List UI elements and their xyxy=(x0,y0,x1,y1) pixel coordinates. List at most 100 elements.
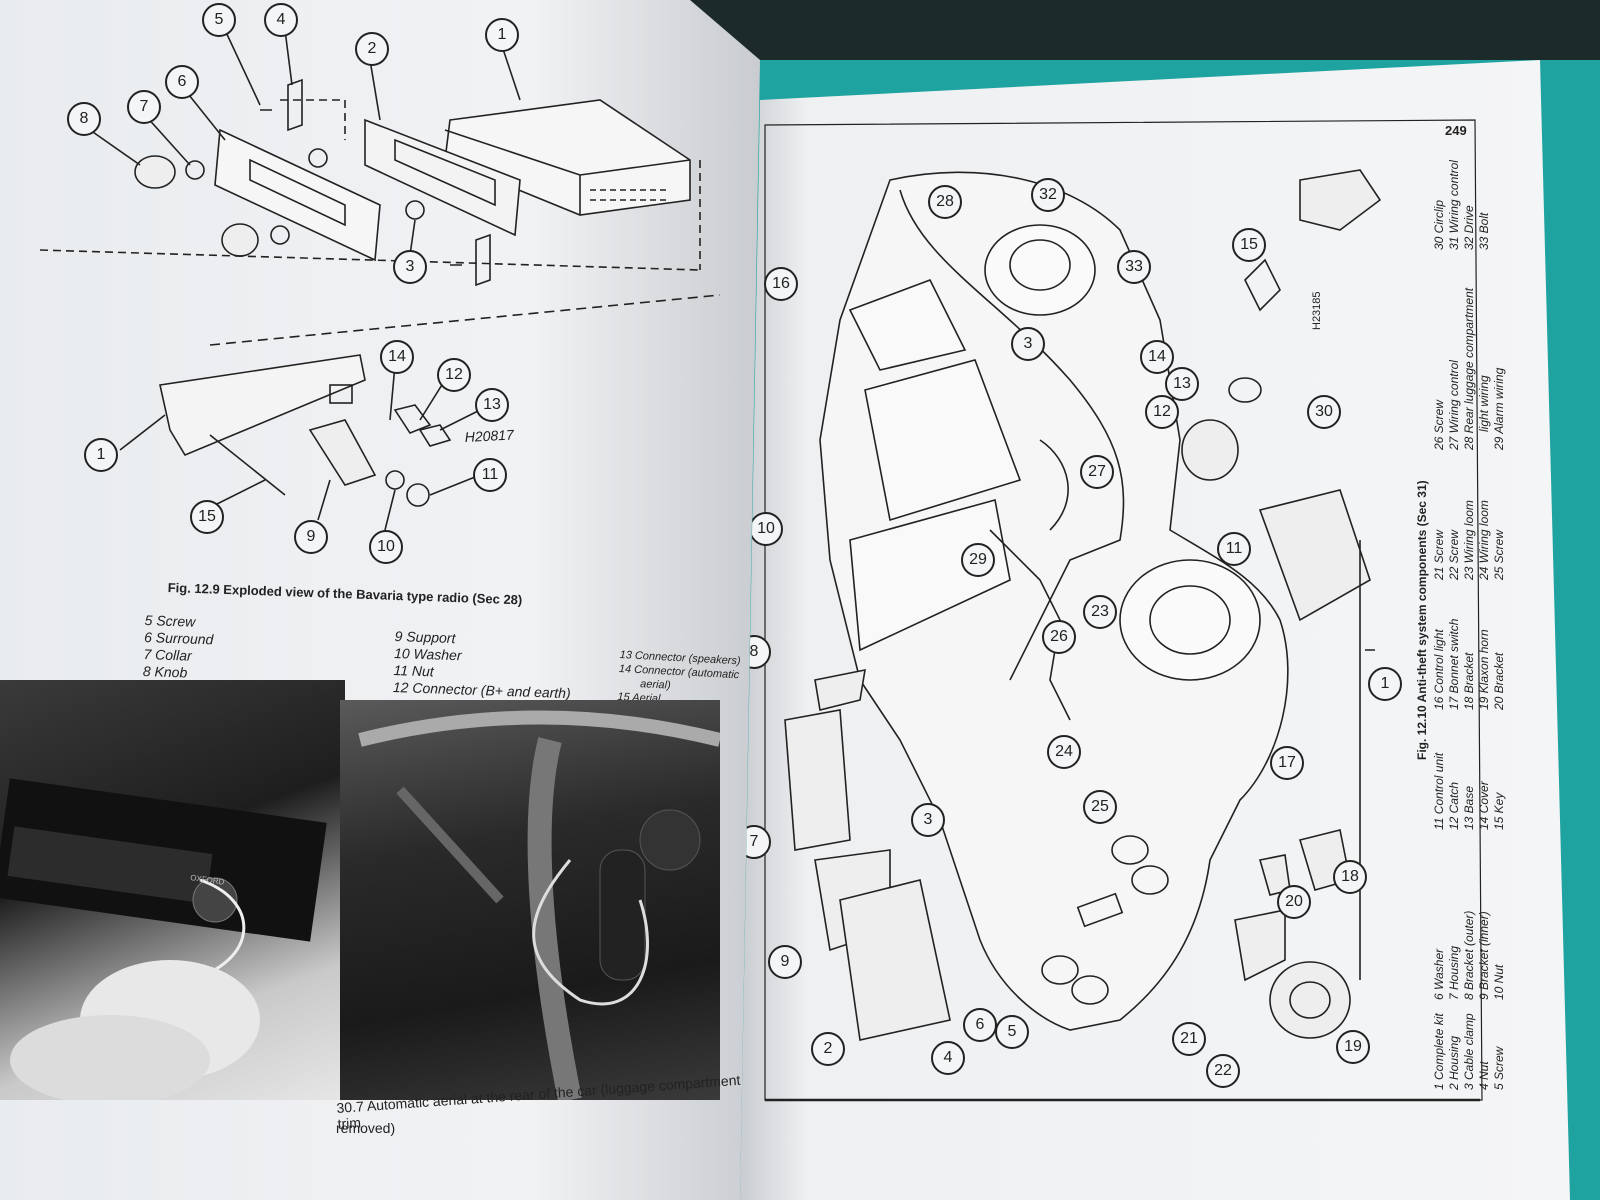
callout-10: 10 xyxy=(369,530,403,564)
callout-15: 15 xyxy=(190,500,224,534)
callout-7: 7 xyxy=(127,90,161,124)
callout-r10: 10 xyxy=(749,512,783,546)
legend-item: 7 Housing xyxy=(1447,945,1461,1000)
callout-r25: 25 xyxy=(1083,790,1117,824)
legend-item: 23 Wiring loom xyxy=(1462,500,1476,580)
callout-r30: 30 xyxy=(1307,395,1341,429)
legend-item: 12 Catch xyxy=(1447,781,1461,830)
callout-8: 8 xyxy=(67,102,101,136)
callout-r27: 27 xyxy=(1080,455,1114,489)
callout-r14: 14 xyxy=(1140,340,1174,374)
callout-1b: 1 xyxy=(84,438,118,472)
legend-right-col3: 11 Control unit 12 Catch 13 Base 14 Cove… xyxy=(1432,753,1507,830)
legend-item: 28 Rear luggage compartment xyxy=(1462,287,1476,450)
callout-5: 5 xyxy=(202,3,236,37)
callout-r3: 3 xyxy=(1011,327,1045,361)
callout-13: 13 xyxy=(475,388,509,422)
legend-item: 22 Screw xyxy=(1447,529,1461,580)
legend-item: 8 Bracket (outer) xyxy=(1462,910,1476,1000)
legend-item: light wiring xyxy=(1477,375,1491,432)
legend-item: 1 Complete kit xyxy=(1432,1013,1446,1090)
callout-r19: 19 xyxy=(1336,1030,1370,1064)
legend-left-col1: 5 Screw 6 Surround 7 Collar 8 Knob xyxy=(143,612,215,682)
callout-r2: 2 xyxy=(811,1032,845,1066)
callout-r22: 22 xyxy=(1206,1054,1240,1088)
drawing-code-right: H23185 xyxy=(1311,291,1323,330)
callout-r15: 15 xyxy=(1232,228,1266,262)
callout-r29: 29 xyxy=(961,543,995,577)
callout-3: 3 xyxy=(393,250,427,284)
legend-item: 9 Bracket (inner) xyxy=(1477,911,1491,1000)
callout-2: 2 xyxy=(355,32,389,66)
legend-item: 27 Wiring control xyxy=(1447,360,1461,450)
page-number: 249 xyxy=(1445,123,1467,138)
legend-item: 30 Circlip xyxy=(1432,199,1446,250)
callout-6: 6 xyxy=(165,65,199,99)
callout-1: 1 xyxy=(485,18,519,52)
legend-item: 15 Key xyxy=(1492,792,1506,830)
callout-r12: 12 xyxy=(1145,395,1179,429)
callout-r1: 1 xyxy=(1368,667,1402,701)
legend-right-col1: 1 Complete kit 2 Housing 3 Cable clamp 4… xyxy=(1432,1013,1507,1090)
left-page: H20817 1 2 3 4 5 6 7 8 1 9 10 11 12 13 1… xyxy=(0,0,760,1200)
legend-item: 5 Screw xyxy=(1492,1046,1506,1090)
radio-exploded-diagram: H20817 xyxy=(39,29,721,531)
legend-item: 29 Alarm wiring xyxy=(1492,367,1506,450)
legend-item: 10 Nut xyxy=(1492,964,1506,1000)
callout-r11: 11 xyxy=(1217,532,1251,566)
callout-11: 11 xyxy=(473,458,507,492)
callout-r13: 13 xyxy=(1165,367,1199,401)
legend-item: 2 Housing xyxy=(1447,1035,1461,1090)
legend-item: 31 Wiring control xyxy=(1447,160,1461,250)
legend-right-col4: 16 Control light 17 Bonnet switch 18 Bra… xyxy=(1432,619,1507,710)
legend-item: 16 Control light xyxy=(1432,629,1446,710)
callout-r6: 6 xyxy=(963,1008,997,1042)
legend-item: 20 Bracket xyxy=(1492,652,1506,710)
legend-left-col2: 9 Support 10 Washer 11 Nut 12 Connector … xyxy=(393,628,573,702)
callout-r18: 18 xyxy=(1333,860,1367,894)
callout-r5: 5 xyxy=(995,1015,1029,1049)
legend-right-col6: 26 Screw 27 Wiring control 28 Rear lugga… xyxy=(1432,288,1507,450)
legend-item: 11 Control unit xyxy=(1432,752,1446,830)
legend-item: 14 Cover xyxy=(1477,781,1491,830)
legend-right-col7: 30 Circlip 31 Wiring control 32 Drive 33… xyxy=(1432,160,1492,250)
legend-item: 33 Bolt xyxy=(1477,212,1491,250)
callout-r26: 26 xyxy=(1042,620,1076,654)
legend-item: 32 Drive xyxy=(1462,205,1476,250)
callout-4: 4 xyxy=(264,3,298,37)
right-page: H23185 249 1 2 3 3 4 5 6 7 8 9 10 11 12 … xyxy=(740,60,1570,1200)
legend-item: 6 Washer xyxy=(1432,948,1446,1000)
legend-item: 17 Bonnet switch xyxy=(1447,618,1461,710)
photo-radio-removal: OXFORD xyxy=(0,680,345,1100)
callout-14: 14 xyxy=(380,340,414,374)
legend-item: 26 Screw xyxy=(1432,399,1446,450)
legend-item: 18 Bracket xyxy=(1462,652,1476,710)
legend-item: 3 Cable clamp xyxy=(1462,1013,1476,1090)
legend-item: 24 Wiring loom xyxy=(1477,500,1491,580)
legend-item: 25 Screw xyxy=(1492,529,1506,580)
callout-r17: 17 xyxy=(1270,746,1304,780)
callout-r24: 24 xyxy=(1047,735,1081,769)
figure-title-right: Fig. 12.10 Anti-theft system components … xyxy=(1415,480,1430,760)
callout-r3b: 3 xyxy=(911,803,945,837)
legend-right-col2: 6 Washer 7 Housing 8 Bracket (outer) 9 B… xyxy=(1432,911,1507,1000)
callout-r20: 20 xyxy=(1277,885,1311,919)
callout-r9: 9 xyxy=(768,945,802,979)
callout-r28: 28 xyxy=(928,185,962,219)
legend-item: 21 Screw xyxy=(1432,529,1446,580)
photo-automatic-aerial xyxy=(340,700,720,1100)
callout-r33: 33 xyxy=(1117,250,1151,284)
drawing-code-left: H20817 xyxy=(464,426,515,445)
callout-12: 12 xyxy=(437,358,471,392)
callout-r4: 4 xyxy=(931,1041,965,1075)
legend-item: 13 Base xyxy=(1462,785,1476,830)
legend-right-col5: 21 Screw 22 Screw 23 Wiring loom 24 Wiri… xyxy=(1432,500,1507,580)
callout-r16: 16 xyxy=(764,267,798,301)
callout-9: 9 xyxy=(294,520,328,554)
callout-r32: 32 xyxy=(1031,178,1065,212)
callout-r23: 23 xyxy=(1083,595,1117,629)
legend-item: 4 Nut xyxy=(1477,1061,1491,1090)
legend-item: 19 Klaxon horn xyxy=(1477,629,1491,710)
figure-title-text: Fig. 12.10 Anti-theft system components … xyxy=(1415,480,1429,760)
callout-r21: 21 xyxy=(1172,1022,1206,1056)
